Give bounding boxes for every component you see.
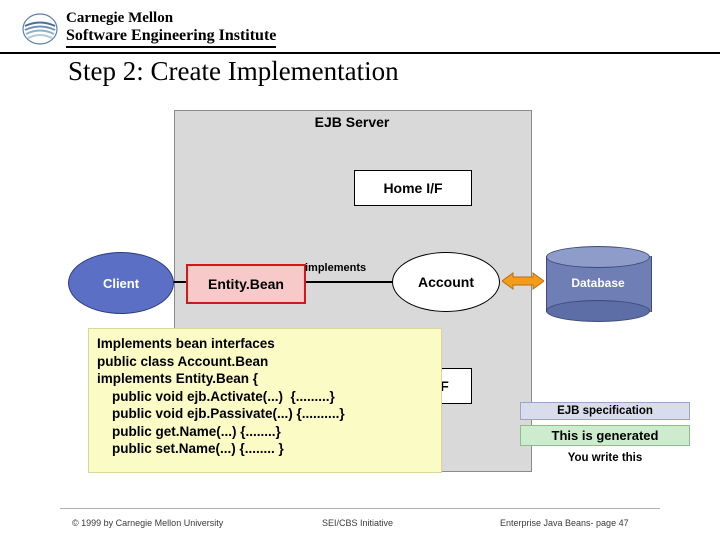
logo-cmu-text: Carnegie Mellon bbox=[66, 10, 174, 26]
logo-sei-text: Software Engineering Institute bbox=[66, 27, 277, 48]
database-cylinder-bottom bbox=[546, 300, 650, 322]
header-divider bbox=[0, 52, 720, 54]
database-label: Database bbox=[571, 276, 625, 290]
code-line: Implements bean interfaces bbox=[97, 336, 275, 351]
code-line: public get.Name(...) {........} bbox=[97, 423, 281, 439]
code-line: public set.Name(...) {........ } bbox=[97, 441, 284, 456]
database-cylinder-top bbox=[546, 246, 650, 268]
entity-bean-node: Entity.Bean bbox=[186, 264, 306, 304]
home-interface-box: Home I/F bbox=[354, 170, 472, 206]
legend-generated: This is generated bbox=[520, 425, 690, 446]
connector-bean-account bbox=[300, 281, 394, 283]
cmu-sei-swirl-icon bbox=[22, 13, 58, 45]
footer-initiative: SEI/CBS Initiative bbox=[322, 518, 394, 528]
code-callout: Implements bean interfaces public class … bbox=[88, 328, 442, 473]
code-line: public class Account.Bean bbox=[97, 353, 269, 369]
footer-divider bbox=[60, 508, 660, 509]
code-line: public void ejb.Activate(...) {.........… bbox=[97, 388, 335, 404]
implements-label: implements bbox=[305, 262, 367, 274]
footer-page: Enterprise Java Beans- page 47 bbox=[500, 518, 629, 528]
code-line: public void ejb.Passivate(...) {........… bbox=[97, 406, 345, 421]
legend-you-write: You write this bbox=[567, 452, 643, 464]
legend: EJB specification This is generated You … bbox=[520, 402, 690, 464]
footer-copyright: © 1999 by Carnegie Mellon University bbox=[72, 518, 224, 528]
cmu-sei-logo: Carnegie Mellon Software Engineering Ins… bbox=[22, 10, 292, 50]
connector-client-bean bbox=[170, 281, 188, 283]
database-node: Database bbox=[546, 246, 652, 322]
page-title: Step 2: Create Implementation bbox=[68, 56, 399, 86]
code-line: implements Entity.Bean { bbox=[97, 371, 259, 386]
database-arrow-icon bbox=[502, 272, 544, 290]
ejb-server-label: EJB Server bbox=[314, 114, 390, 130]
client-node: Client bbox=[68, 252, 174, 314]
account-node: Account bbox=[392, 252, 500, 312]
legend-ejb-specification: EJB specification bbox=[520, 402, 690, 420]
